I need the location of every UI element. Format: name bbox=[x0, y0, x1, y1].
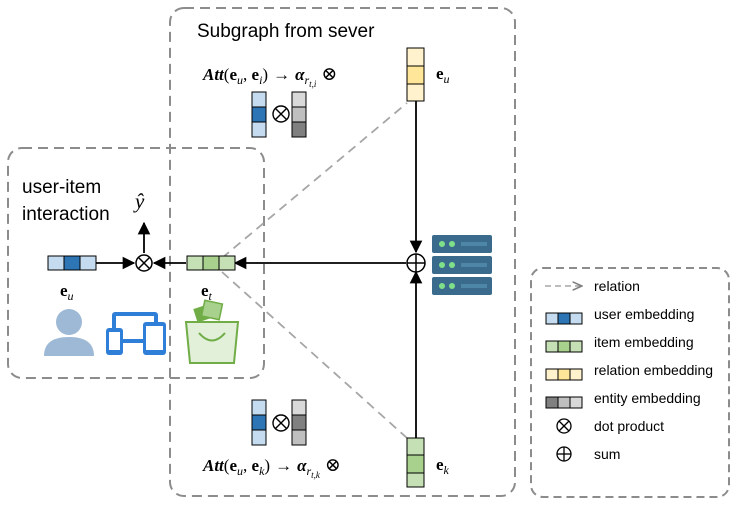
interaction-panel-title-line2: interaction bbox=[22, 204, 110, 225]
svg-text:item embedding: item embedding bbox=[594, 334, 694, 350]
svg-text:dot product: dot product bbox=[594, 418, 664, 434]
attention-formula-bottom: Att(eu, ek)→αrt,k⊗ bbox=[202, 455, 341, 480]
sum-operator bbox=[406, 253, 426, 273]
user-entity-dot-bottom bbox=[251, 399, 307, 446]
label-e-t: et bbox=[201, 281, 213, 303]
attention-formula-top: Att(eu, ei)→αrt,i⊗ bbox=[202, 64, 337, 89]
legend-item-entity-embedding: entity embedding bbox=[545, 390, 701, 409]
user-item-interaction-panel bbox=[7, 147, 265, 379]
legend-panel bbox=[530, 267, 730, 498]
label-e-u-bottom: eu bbox=[60, 281, 74, 303]
legend-item-item-embedding: item embedding bbox=[545, 334, 694, 353]
interaction-panel-title-line1: user-item bbox=[22, 177, 101, 198]
devices-icon bbox=[106, 312, 166, 355]
legend-item-relation-embedding: relation embedding bbox=[545, 362, 713, 381]
prediction-y-hat: ŷ bbox=[133, 189, 145, 213]
user-entity-dot-top bbox=[251, 91, 307, 138]
legend: relation user embedding item embedding r… bbox=[545, 278, 713, 462]
svg-text:user embedding: user embedding bbox=[594, 306, 694, 322]
legend-item-relation: relation bbox=[545, 278, 640, 294]
item-embedding-vector bbox=[186, 255, 236, 271]
svg-text:sum: sum bbox=[594, 446, 620, 462]
dot-product-operator bbox=[135, 254, 153, 272]
legend-item-user-embedding: user embedding bbox=[545, 306, 694, 325]
shopping-bag-icon bbox=[184, 299, 240, 364]
legend-item-sum: sum bbox=[556, 446, 620, 462]
relation-embedding-vector bbox=[406, 47, 425, 102]
user-embedding-vector bbox=[47, 255, 97, 271]
entity-item-embedding-vector bbox=[406, 437, 425, 488]
person-icon bbox=[44, 309, 94, 356]
svg-text:relation embedding: relation embedding bbox=[594, 362, 713, 378]
server-subgraph-panel bbox=[169, 7, 516, 497]
relation-dashed-line-down bbox=[221, 271, 408, 439]
server-panel-title: Subgraph from sever bbox=[197, 21, 375, 42]
legend-item-dot-product: dot product bbox=[556, 418, 664, 434]
label-e-k: ek bbox=[436, 455, 450, 477]
relation-dashed-line-up bbox=[221, 102, 408, 259]
svg-text:entity embedding: entity embedding bbox=[594, 390, 701, 406]
server-icon bbox=[432, 235, 492, 295]
label-e-u-top: eu bbox=[436, 64, 450, 86]
svg-text:relation: relation bbox=[594, 278, 640, 294]
